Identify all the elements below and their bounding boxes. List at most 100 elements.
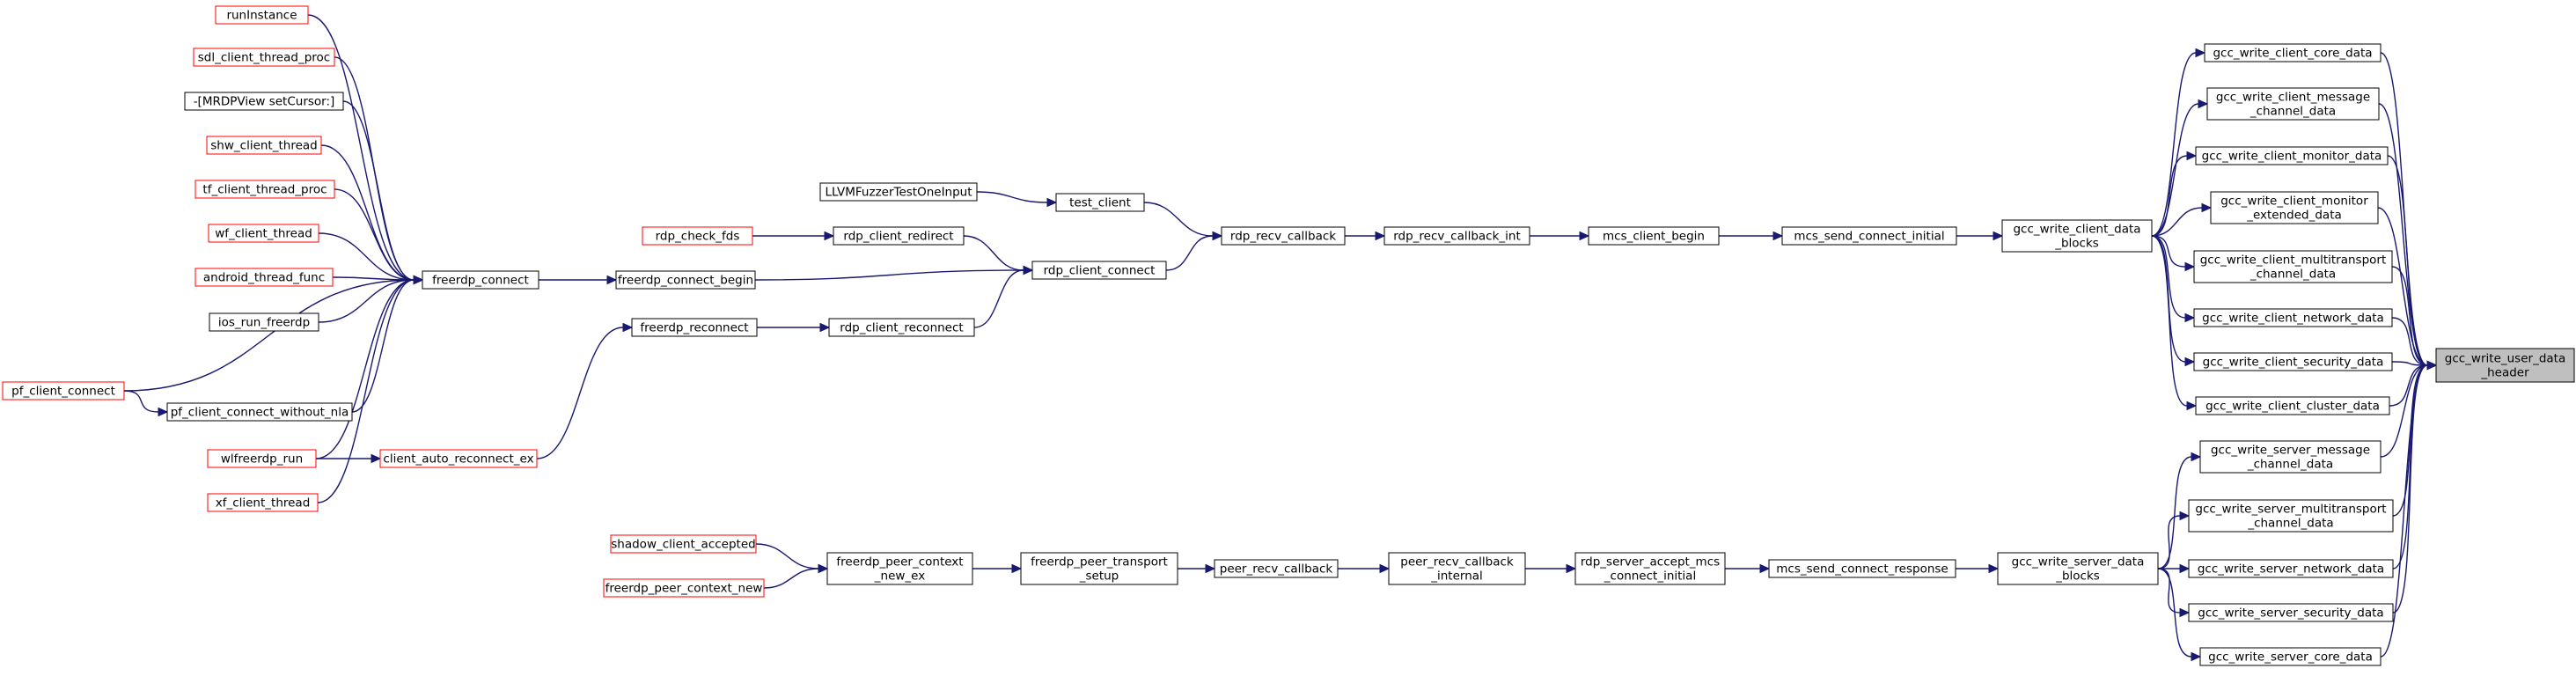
node-box — [2188, 559, 2394, 578]
node-label-line: _channel_data — [2249, 105, 2336, 119]
node-label: gcc_write_client_multitransport_channel_… — [2200, 254, 2387, 282]
arrowhead — [1379, 563, 1391, 574]
node-gcc-write-user-data-header[interactable]: gcc_write_user_data_header — [2435, 348, 2575, 383]
edge-line — [2391, 266, 2428, 366]
edge-gcc_write_client_data_blocks-to-gcc_write_client_multitransport_channel_data — [2151, 235, 2196, 272]
edge-sdl_client_thread_proc-to-freerdp_connect — [334, 56, 424, 285]
node-box — [610, 534, 757, 554]
node-label-line: freerdp_peer_context — [836, 555, 963, 569]
node-label: LLVMFuzzerTestOneInput — [825, 186, 972, 200]
node-gcc-write-server-data-blocks[interactable]: gcc_write_server_data_blocks — [1997, 552, 2159, 585]
node-gcc-write-client-cluster-data[interactable]: gcc_write_client_cluster_data — [2195, 396, 2390, 415]
node-label-line: runInstance — [226, 9, 297, 23]
node-box — [193, 48, 335, 67]
node-label-line: pf_client_connect_without_nla — [171, 406, 349, 420]
node-freerdp-reconnect[interactable]: freerdp_reconnect — [631, 318, 758, 337]
node-rdp-recv-callback-int[interactable]: rdp_recv_callback_int — [1383, 226, 1530, 246]
node-box — [194, 268, 334, 287]
node-rdp-client-reconnect[interactable]: rdp_client_reconnect — [828, 318, 975, 337]
node-label: shw_client_thread — [210, 139, 317, 153]
node-gcc-write-client-multitransport-channel-data[interactable]: gcc_write_client_multitransport_channel_… — [2193, 250, 2393, 283]
node-gcc-write-server-multitransport-channel-data[interactable]: gcc_write_server_multitransport_channel_… — [2188, 499, 2394, 533]
node-label-line: mcs_send_connect_initial — [1794, 230, 1944, 244]
node-gcc-write-client-data-blocks[interactable]: gcc_write_client_data_blocks — [2001, 219, 2153, 253]
arrowhead — [1566, 563, 1577, 574]
node-wf-client-thread[interactable]: wf_client_thread — [208, 224, 319, 243]
node-gcc-write-client-monitor-extended-data[interactable]: gcc_write_client_monitor_extended_data — [2210, 191, 2379, 224]
node-ios-run-freerdp[interactable]: ios_run_freerdp — [209, 312, 319, 332]
edge-layer — [123, 14, 2438, 662]
node-rdp-client-connect[interactable]: rdp_client_connect — [1031, 261, 1167, 280]
node-rdp-recv-callback[interactable]: rdp_recv_callback — [1221, 226, 1346, 246]
node-gcc-write-server-message-channel-data[interactable]: gcc_write_server_message_channel_data — [2199, 440, 2382, 474]
node-mcs-client-begin[interactable]: mcs_client_begin — [1588, 226, 1720, 246]
node-gcc-write-client-network-data[interactable]: gcc_write_client_network_data — [2193, 308, 2393, 327]
node-test-client[interactable]: test_client — [1055, 193, 1145, 212]
edge-gcc_write_client_data_blocks-to-gcc_write_client_security_data — [2151, 235, 2196, 367]
edge-line — [2151, 207, 2203, 237]
arrowhead — [2179, 607, 2191, 618]
node-pf-client-connect-without-nla[interactable]: pf_client_connect_without_nla — [166, 402, 353, 422]
node-gcc-write-client-security-data[interactable]: gcc_write_client_security_data — [2193, 352, 2393, 371]
edge-line — [2157, 568, 2192, 658]
node-runinstance[interactable]: runInstance — [215, 5, 309, 25]
edge-line — [2391, 317, 2428, 366]
edge-rdp_server_accept_mcs_connect_initial-to-mcs_send_connect_response — [1725, 563, 1771, 574]
node-freerdp-connect[interactable]: freerdp_connect — [422, 270, 539, 290]
node-tf-client-thread-proc[interactable]: tf_client_thread_proc — [194, 180, 335, 199]
node-gcc-write-client-monitor-data[interactable]: gcc_write_client_monitor_data — [2195, 146, 2389, 165]
node-box — [2199, 440, 2382, 474]
edge-client_auto_reconnect_ex-to-freerdp_reconnect — [536, 322, 634, 459]
node-mcs-send-connect-initial[interactable]: mcs_send_connect_initial — [1781, 226, 1957, 246]
node-gcc-write-client-message-channel-data[interactable]: gcc_write_client_message_channel_data — [2206, 87, 2380, 121]
node-sdl-client-thread-proc[interactable]: sdl_client_thread_proc — [193, 48, 335, 67]
node-label-line: gcc_write_client_monitor — [2220, 195, 2368, 209]
arrowhead — [1205, 563, 1216, 574]
node-label: ios_run_freerdp — [218, 316, 310, 330]
node-llvmfuzzertestoneinput[interactable]: LLVMFuzzerTestOneInput — [819, 182, 978, 202]
node-gcc-write-server-core-data[interactable]: gcc_write_server_core_data — [2199, 647, 2382, 666]
node-label-line: gcc_write_client_data — [2013, 223, 2140, 237]
edge-peer_recv_callback_internal-to-rdp_server_accept_mcs_connect_initial — [1525, 563, 1577, 574]
node-mrdp-setcursor[interactable]: -[MRDPView setCursor:] — [184, 92, 344, 111]
node-shadow-client-accepted[interactable]: shadow_client_accepted — [610, 534, 757, 554]
node-client-auto-reconnect-ex[interactable]: client_auto_reconnect_ex — [379, 449, 538, 468]
node-label-line: LLVMFuzzerTestOneInput — [825, 186, 972, 200]
node-freerdp-peer-context-new[interactable]: freerdp_peer_context_new — [603, 578, 765, 598]
node-label: android_thread_func — [203, 271, 325, 285]
edge-line — [2157, 568, 2181, 614]
node-mcs-send-connect-response[interactable]: mcs_send_connect_response — [1768, 559, 1956, 578]
node-freerdp-connect-begin[interactable]: freerdp_connect_begin — [615, 270, 756, 290]
node-rdp-check-fds[interactable]: rdp_check_fds — [642, 226, 753, 246]
node-wlfreerdp-run[interactable]: wlfreerdp_run — [207, 449, 317, 468]
edge-gcc_write_client_data_blocks-to-gcc_write_client_message_channel_data — [2151, 99, 2209, 237]
node-pf-client-connect[interactable]: pf_client_connect — [2, 381, 125, 400]
node-box — [1388, 552, 1526, 585]
edge-rdp_recv_callback_int-to-mcs_client_begin — [1530, 231, 1590, 241]
node-label: wf_client_thread — [215, 227, 312, 241]
node-label: pf_client_connect — [11, 385, 115, 399]
node-rdp-client-redirect[interactable]: rdp_client_redirect — [833, 226, 965, 246]
node-android-thread-func[interactable]: android_thread_func — [194, 268, 334, 287]
node-freerdp-peer-context-new-ex[interactable]: freerdp_peer_context_new_ex — [826, 552, 973, 585]
node-freerdp-peer-transport-setup[interactable]: freerdp_peer_transport_setup — [1020, 552, 1178, 585]
node-box — [1997, 552, 2159, 585]
node-gcc-write-server-security-data[interactable]: gcc_write_server_security_data — [2188, 603, 2394, 622]
node-label-line: gcc_write_client_multitransport — [2200, 254, 2387, 268]
node-label: mcs_send_connect_response — [1776, 562, 1948, 577]
edge-freerdp_peer_transport_setup-to-peer_recv_callback — [1178, 563, 1216, 574]
node-label-line: gcc_write_server_message — [2211, 444, 2370, 458]
node-label-line: wlfreerdp_run — [221, 452, 303, 467]
node-label-line: _setup — [1079, 569, 1119, 584]
node-box — [615, 270, 756, 290]
node-gcc-write-server-network-data[interactable]: gcc_write_server_network_data — [2188, 559, 2394, 578]
node-rdp-server-accept-mcs-connect-initial[interactable]: rdp_server_accept_mcs_connect_initial — [1574, 552, 1726, 585]
node-gcc-write-client-core-data[interactable]: gcc_write_client_core_data — [2204, 43, 2382, 62]
node-shw-client-thread[interactable]: shw_client_thread — [206, 136, 322, 155]
node-xf-client-thread[interactable]: xf_client_thread — [207, 493, 319, 512]
node-peer-recv-callback-internal[interactable]: peer_recv_callback_internal — [1388, 552, 1526, 585]
node-label: peer_recv_callback — [1220, 562, 1333, 577]
node-label-line: freerdp_peer_transport — [1031, 555, 1168, 569]
arrowhead — [1759, 563, 1771, 574]
node-peer-recv-callback[interactable]: peer_recv_callback — [1214, 559, 1339, 578]
